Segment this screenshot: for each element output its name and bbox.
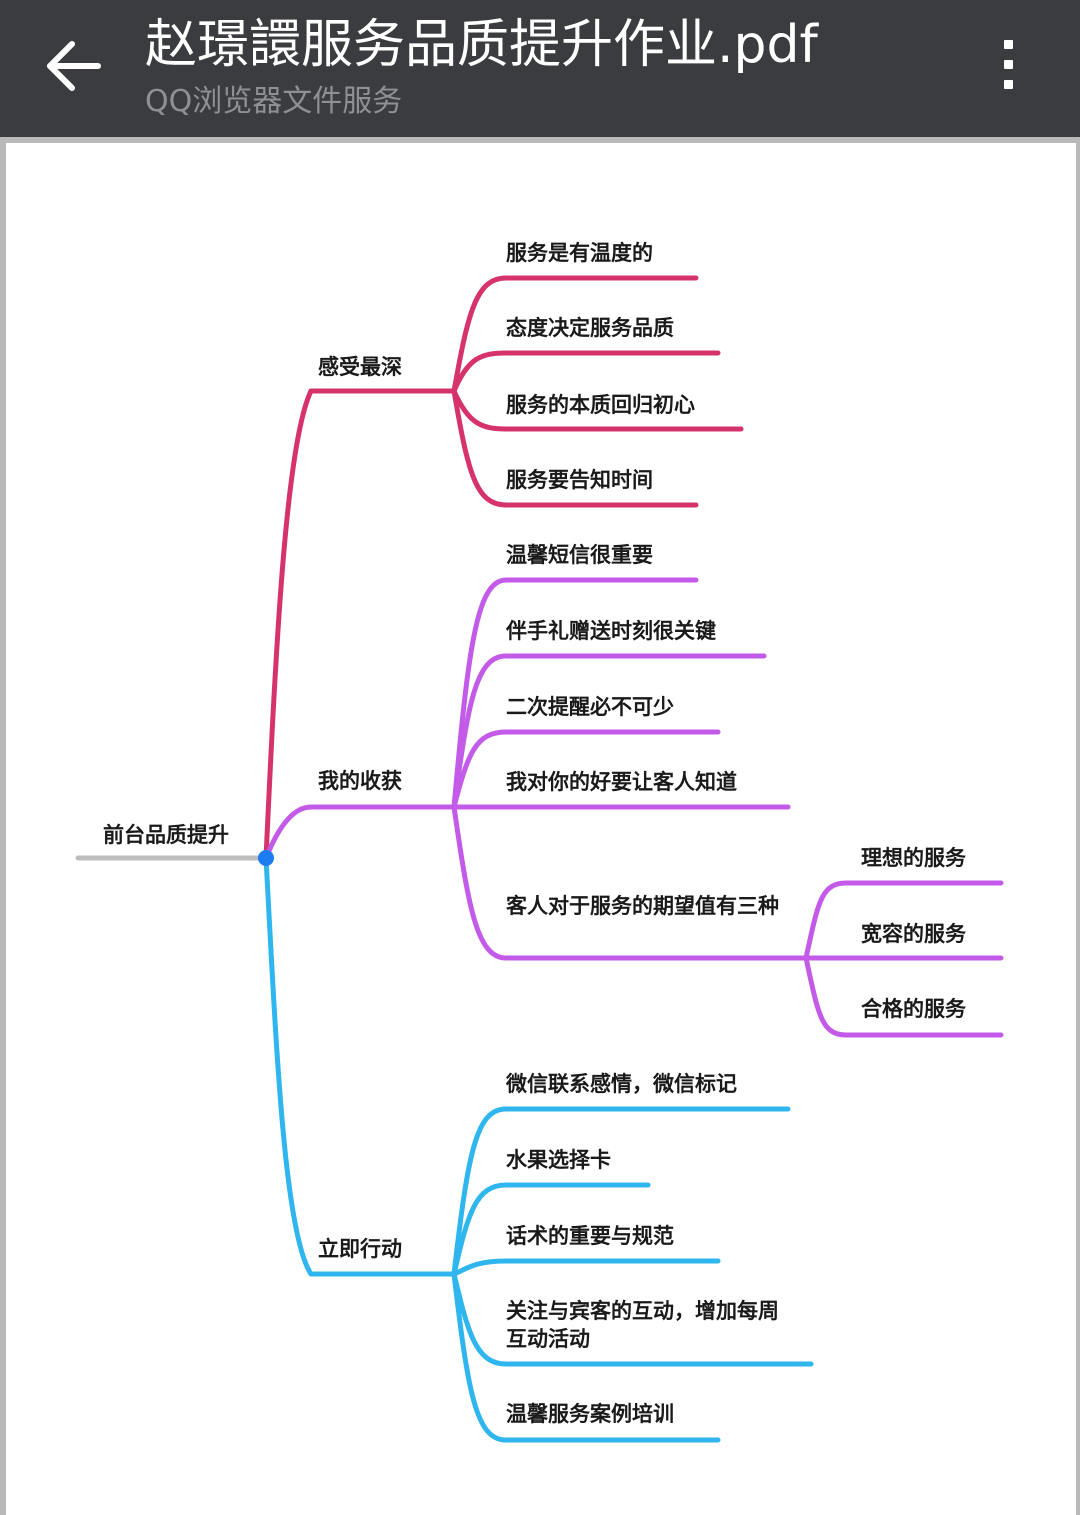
more-vertical-icon (1004, 40, 1013, 49)
back-button[interactable] (40, 28, 110, 104)
arrow-left-icon (47, 41, 101, 91)
branch-3-item: 话术的重要与规范 (506, 1224, 674, 1248)
branch-2-subitem: 理想的服务 (861, 846, 966, 870)
branch-3-item: 温馨服务案例培训 (506, 1402, 674, 1426)
more-options-button[interactable] (985, 30, 1031, 100)
branch-3-item: 水果选择卡 (506, 1148, 611, 1172)
branch-3-connectors (263, 855, 814, 1443)
branch-3-item: 微信联系感情，微信标记 (506, 1072, 737, 1096)
branch-2-item: 我对你的好要让客人知道 (506, 770, 737, 794)
document-source: QQ浏览器文件服务 (145, 84, 403, 119)
mindmap-connectors (75, 275, 1004, 1443)
root-node-dot (258, 850, 274, 866)
branch-1-item: 服务的本质回归初心 (506, 393, 695, 417)
branch-3-label: 立即行动 (318, 1237, 402, 1261)
document-title: 赵璟譞服务品质提升作业.pdf (145, 15, 818, 75)
branch-2-label: 我的收获 (318, 769, 402, 793)
branch-2-item: 伴手礼赠送时刻很关键 (506, 619, 716, 643)
pdf-page: 前台品质提升 感受最深 服务是有温度的 态度决定服务品质 服务的本质回归初心 服… (6, 143, 1076, 1515)
branch-1-item: 态度决定服务品质 (506, 316, 674, 340)
mindmap-root: 前台品质提升 (103, 823, 229, 847)
branch-2-subitem: 合格的服务 (861, 997, 966, 1021)
branch-2-connectors (263, 577, 1004, 1038)
branch-3-item: 关注与宾客的互动，增加每周互动活动 (506, 1299, 779, 1351)
branch-1-label: 感受最深 (318, 355, 402, 379)
branch-2-subitem: 宽容的服务 (861, 922, 966, 946)
branch-1-item: 服务是有温度的 (506, 241, 653, 265)
branch-2-item: 温馨短信很重要 (506, 543, 653, 567)
branch-2-item: 二次提醒必不可少 (506, 695, 674, 719)
app-bar: 赵璟譞服务品质提升作业.pdf QQ浏览器文件服务 (0, 0, 1080, 137)
branch-1-connectors (263, 275, 744, 861)
branch-2-item: 客人对于服务的期望值有三种 (506, 894, 779, 918)
branch-1-item: 服务要告知时间 (506, 468, 653, 492)
